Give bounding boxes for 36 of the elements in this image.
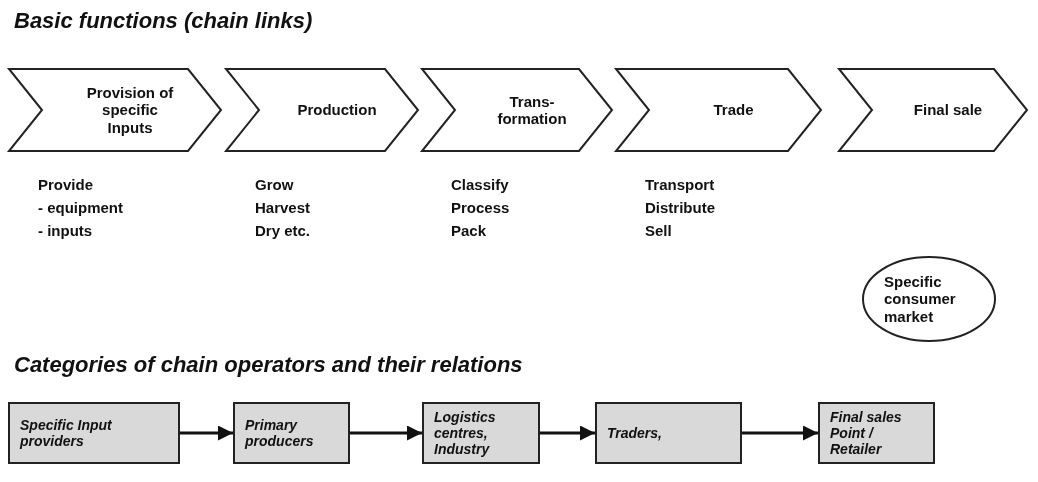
node-label: Logistics centres, Industry [433, 408, 497, 458]
function-note: Provide [38, 176, 94, 193]
arrow [742, 425, 818, 441]
function-note: Grow [255, 176, 294, 193]
heading: Categories of chain operators and their relations [14, 352, 523, 378]
node-label: Final sales Point / Retailer [829, 408, 903, 458]
node-label: Trans- formation [496, 92, 568, 128]
function-note: - equipment [38, 199, 123, 216]
node-label: Specific Input providers [18, 416, 113, 450]
function-note: Sell [645, 222, 672, 239]
function-note: Transport [645, 176, 715, 193]
heading: Basic functions (chain links) [14, 8, 313, 34]
function-note: Distribute [645, 199, 715, 216]
function-note: Classify [451, 176, 509, 193]
operator-box [8, 402, 180, 464]
node-label: Trade [712, 101, 755, 119]
arrow [180, 425, 233, 441]
node-label: Traders, [606, 424, 663, 442]
function-note: Process [451, 199, 510, 216]
node-label: Provision of specific Inputs [85, 84, 175, 136]
operator-box [233, 402, 350, 464]
node-label: Specific consumer market [884, 273, 957, 325]
function-note: Harvest [255, 199, 311, 216]
function-note: - inputs [38, 222, 93, 239]
arrow [350, 425, 422, 441]
operator-box [818, 402, 935, 464]
node-label: Final sale [912, 101, 984, 119]
chain-link-stage [838, 68, 1028, 152]
market-ellipse [862, 256, 996, 342]
node-label: Primary producers [243, 416, 315, 450]
function-note: Dry etc. [255, 222, 311, 239]
function-note: Pack [451, 222, 487, 239]
node-label: Production [296, 101, 378, 119]
arrow [540, 425, 595, 441]
operator-box [422, 402, 540, 464]
operator-box [595, 402, 742, 464]
